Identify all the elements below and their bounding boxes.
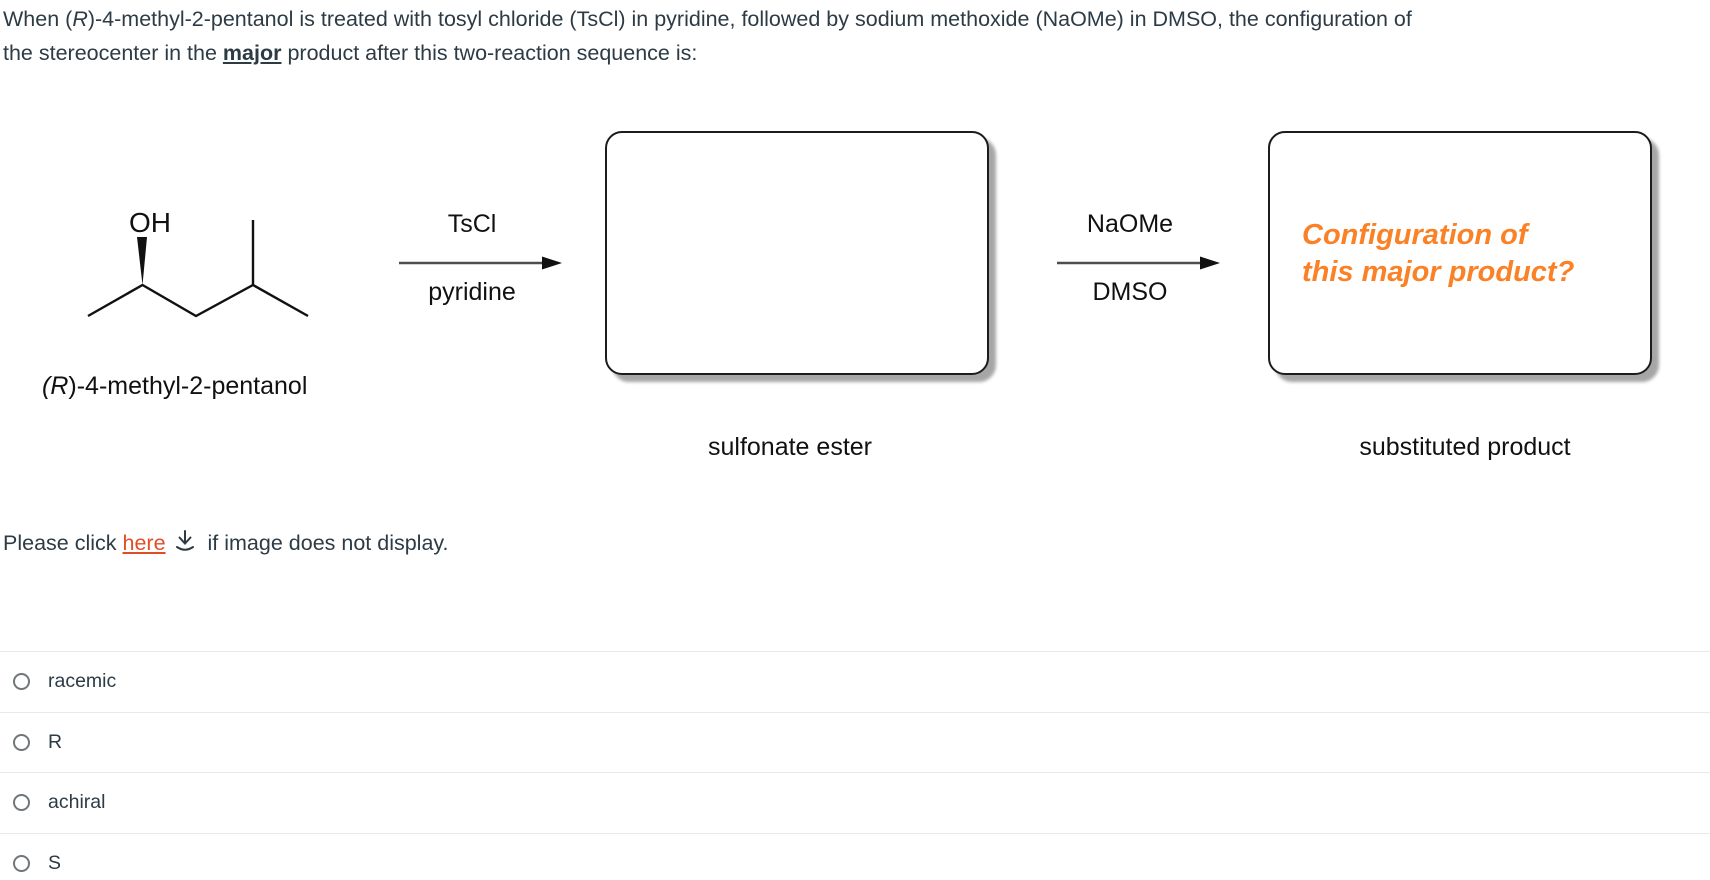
- sulfonate-ester-box: [605, 131, 989, 375]
- step2-reagent-label: NaOMe: [1086, 210, 1174, 238]
- reactant-structure: OH: [87, 207, 309, 318]
- product-box-question-line1: Configuration of: [1302, 219, 1528, 251]
- intermediate-caption: sulfonate ester: [708, 433, 872, 461]
- reaction-arrow-1: [399, 256, 562, 270]
- product-box-question-line2: this major product?: [1302, 256, 1575, 288]
- step1-reagent-label: TsCl: [447, 210, 497, 238]
- hydroxyl-label: OH: [129, 207, 171, 238]
- wedge-bond: [137, 237, 147, 285]
- radio-button[interactable]: [13, 854, 30, 872]
- option-row-achiral[interactable]: achiral: [0, 772, 1710, 833]
- answer-options: racemic R achiral S: [0, 651, 1710, 880]
- product-caption: substituted product: [1359, 433, 1571, 461]
- option-label: achiral: [48, 791, 106, 814]
- radio-button[interactable]: [13, 794, 30, 812]
- reactant-caption-pre: (: [42, 372, 51, 400]
- question-part2: )-4-methyl-2-pentanol is treated with to…: [87, 7, 1412, 31]
- radio-button[interactable]: [13, 673, 30, 691]
- reactant-caption-r: R: [50, 372, 69, 400]
- step2-solvent-label: DMSO: [1092, 278, 1168, 306]
- question-stereo-descriptor: R: [72, 7, 88, 31]
- question-part3: the stereocenter in the: [3, 41, 223, 65]
- option-label: S: [48, 851, 62, 874]
- question-major-word: major: [222, 41, 282, 65]
- download-icon: [175, 530, 194, 551]
- radio-button[interactable]: [13, 733, 30, 751]
- reaction-diagram: OH (R)-4-methyl-2-pentanol TsCl pyridine…: [42, 131, 1652, 461]
- option-row-r[interactable]: R: [0, 711, 1710, 773]
- fallback-post: if image does not display.: [201, 531, 449, 555]
- option-row-s[interactable]: S: [0, 832, 1710, 880]
- carbon-chain-bond: [87, 283, 309, 318]
- reactant-caption-name: )-4-methyl-2-pentanol: [68, 372, 308, 400]
- question-text: When (R)-4-methyl-2-pentanol is treated …: [3, 2, 1563, 70]
- reactant-caption: (R)-4-methyl-2-pentanol: [42, 372, 307, 401]
- product-box: Configuration of this major product?: [1268, 131, 1652, 375]
- option-label: R: [48, 730, 63, 753]
- step1-solvent-label: pyridine: [428, 278, 516, 306]
- question-part1: When (: [3, 7, 73, 31]
- question-part4: product after this two-reaction sequence…: [281, 41, 698, 65]
- fallback-pre: Please click: [3, 531, 123, 555]
- option-row-racemic[interactable]: racemic: [0, 651, 1710, 712]
- image-download-link[interactable]: here: [122, 531, 166, 555]
- product-box-question: Configuration of this major product?: [1270, 133, 1650, 291]
- reaction-arrow-2: [1057, 256, 1220, 270]
- image-fallback-line: Please click here if image does not disp…: [3, 528, 449, 556]
- option-label: racemic: [48, 670, 117, 693]
